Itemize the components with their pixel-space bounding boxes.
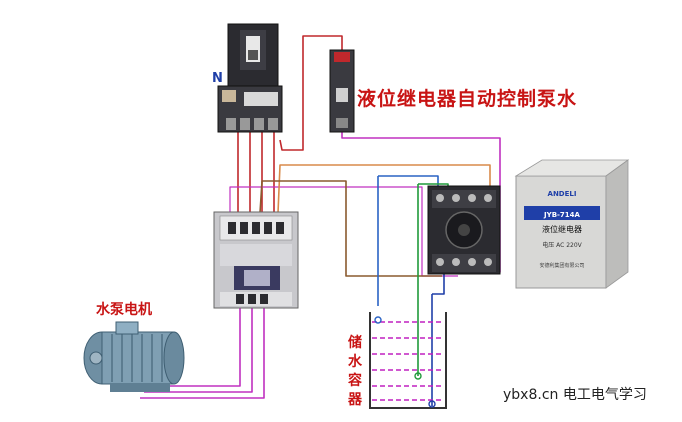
relay-module [514,159,630,289]
wire-motor-1 [148,306,241,387]
water-tank [369,312,447,409]
main-breaker [217,23,283,133]
neutral-label: N [212,71,223,86]
contactor [213,211,299,309]
small-breaker [329,49,355,133]
wire-motor-2 [144,306,253,393]
wire-darkblue-top [432,272,445,295]
wire-blue-top [378,175,439,186]
relay-maker: 安德利集团有限公司 [539,263,585,269]
relay-voltage: 电压 AC 220V [542,242,582,249]
tank-label: 储水容器 [348,335,362,408]
motor [83,321,185,392]
relay-brand: ANDELI [547,190,577,198]
relay-name: 液位继电器 [542,225,582,234]
motor-label: 水泵电机 [96,302,152,318]
wires [140,35,501,406]
relay-socket [427,185,501,275]
wire-green-top [418,183,449,186]
wire-motor-3 [140,306,265,399]
wire-breaker-to-small [279,35,343,151]
watermark: ybx8.cn 电工电气学习 [503,387,647,403]
diagram-title: 液位继电器自动控制泵水 [357,88,578,110]
relay-model: JYB-714A [544,211,580,219]
